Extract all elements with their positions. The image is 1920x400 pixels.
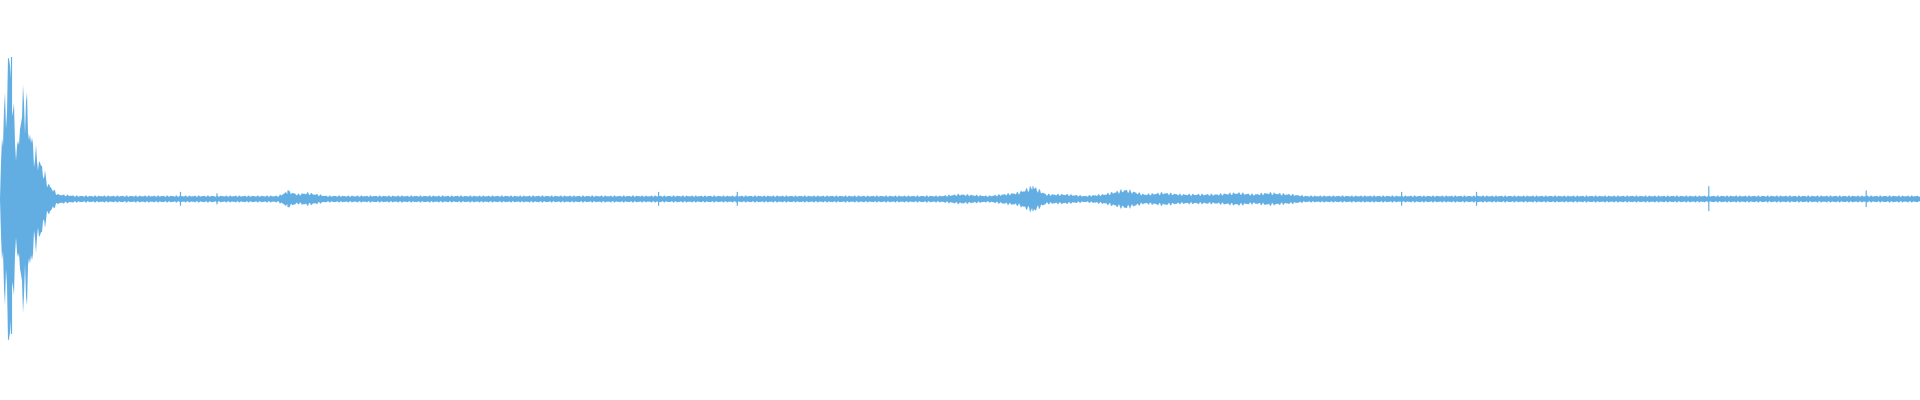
- waveform-transients: [10, 57, 1867, 334]
- waveform-envelope: [0, 57, 1920, 341]
